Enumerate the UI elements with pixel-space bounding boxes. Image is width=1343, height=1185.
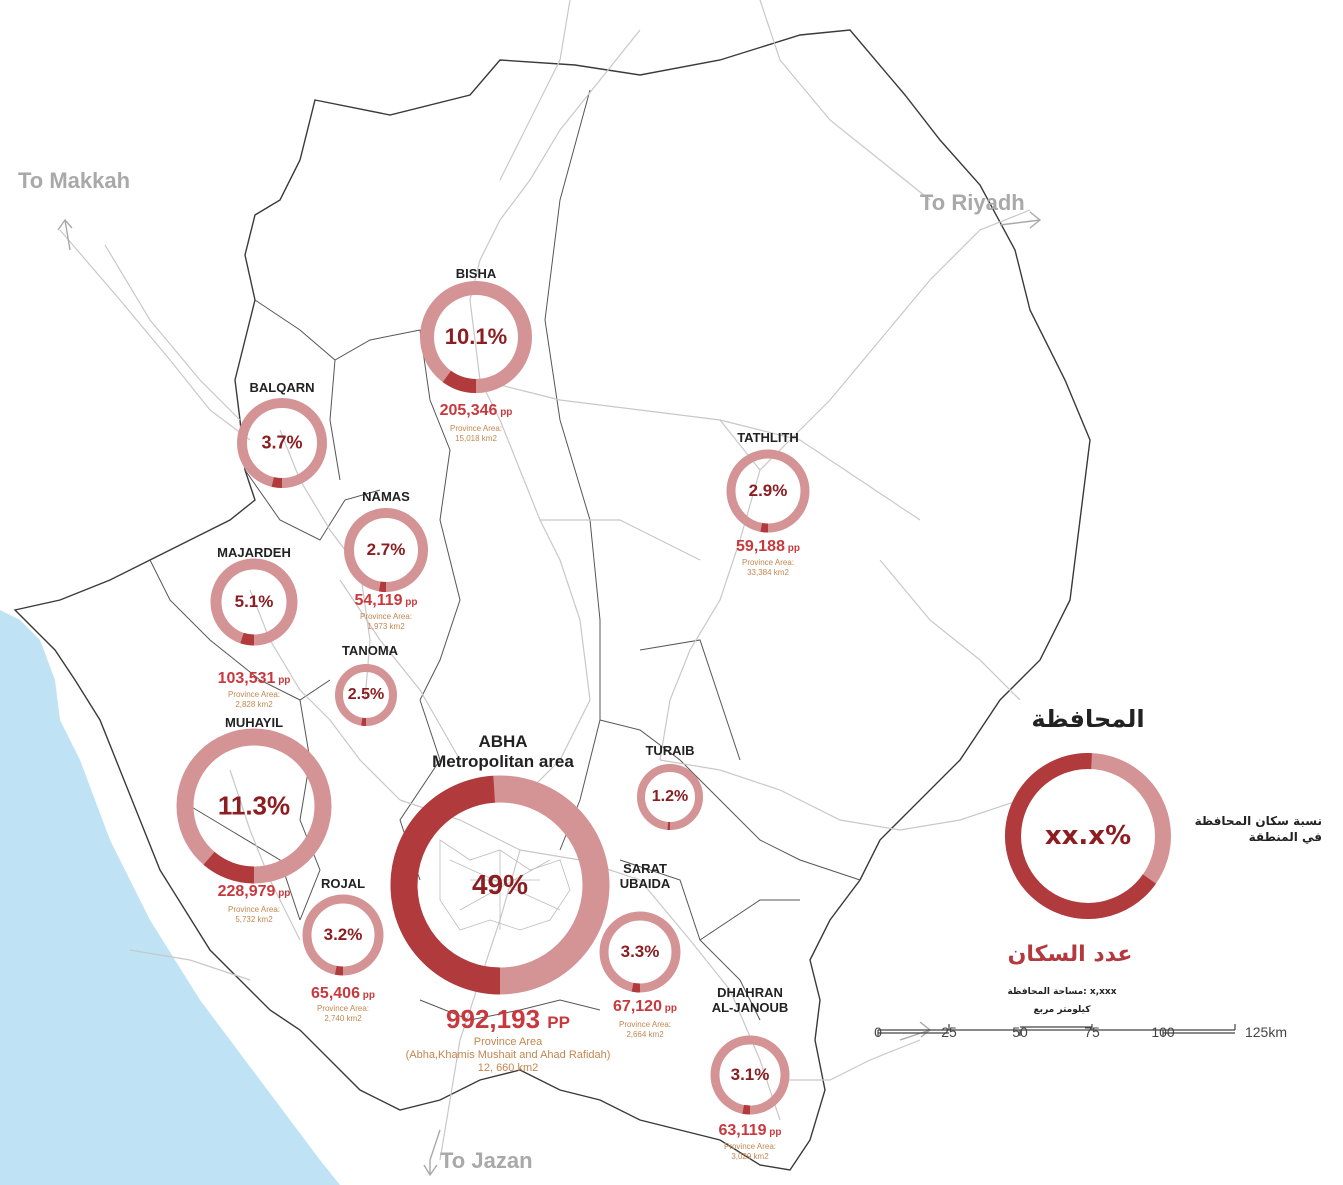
tathlith-name: TATHLITH — [737, 430, 799, 445]
scale-tick-label: 100 — [1151, 1024, 1175, 1040]
rojal-ring — [302, 894, 384, 976]
scale-tick-label: 125km — [1244, 1024, 1288, 1040]
sarat-ring-share — [599, 911, 681, 993]
legend-percent-description: نسبة سكان المحافظة في المنطقة — [1172, 813, 1322, 845]
turaib-ring — [637, 764, 703, 830]
abha-percent: 49% — [471, 869, 529, 900]
legend-title: المحافظة — [1031, 705, 1145, 733]
abha-title: ABHA Metropolitan area — [432, 732, 574, 772]
abha-title-line1: ABHA — [478, 732, 528, 751]
bisha-ring-share — [420, 281, 532, 393]
muhayil-ring — [176, 728, 332, 884]
majardeh-name: MAJARDEH — [217, 545, 291, 560]
balqarn-ring-share — [237, 398, 327, 488]
namas-name: NAMAS — [362, 489, 410, 504]
bisha-name: BISHA — [455, 266, 497, 281]
majardeh-population: 103,531 pp — [217, 670, 291, 687]
majardeh-ring-share — [210, 558, 298, 646]
scale-bar — [877, 1024, 1236, 1036]
muhayil-name: MUHAYIL — [224, 715, 284, 730]
red-sea — [0, 610, 340, 1185]
muhayil-population: 228,979 pp — [217, 883, 291, 900]
bisha-ring — [420, 281, 532, 393]
rojal-name: ROJAL — [320, 876, 366, 891]
dhahran-area: Province Area:3,029 km2 — [723, 1142, 777, 1161]
abha-area-line1: Province Area — [473, 1036, 543, 1048]
tathlith-percent: 2.9% — [748, 481, 788, 500]
majardeh-ring — [210, 558, 298, 646]
dhahran-ring — [710, 1035, 790, 1115]
bisha-area: Province Area:15,018 km2 — [449, 424, 503, 443]
tanoma-percent: 2.5% — [347, 686, 385, 703]
muhayil-area: Province Area:5,732 km2 — [227, 905, 281, 924]
legend-ring-share — [1005, 753, 1171, 919]
legend-area-line2: كيلومتر مربع — [1033, 1005, 1091, 1015]
legend-percent: xx.x% — [1044, 821, 1132, 851]
tanoma-ring — [335, 664, 397, 726]
abha-population-unit: PP — [547, 1013, 570, 1032]
namas-ring — [344, 508, 428, 592]
tathlith-ring — [726, 449, 810, 533]
dhahran-ring-share — [710, 1035, 790, 1115]
turaib-ring-share — [637, 764, 703, 830]
namas-population: 54,119 pp — [354, 592, 418, 609]
balqarn-ring — [237, 398, 327, 488]
sarat-area: Province Area:2,664 km2 — [618, 1020, 672, 1039]
abha-title-line2: Metropolitan area — [432, 752, 574, 771]
namas-percent: 2.7% — [366, 540, 406, 559]
legend-population-label: عدد السكان — [1007, 942, 1133, 967]
tanoma-name: TANOMA — [341, 643, 399, 658]
dhahran-population: 63,119 pp — [718, 1122, 782, 1139]
abha-urban-area — [439, 839, 571, 931]
sarat-percent: 3.3% — [620, 942, 660, 961]
tathlith-area: Province Area:33,384 km2 — [741, 558, 795, 577]
population-rings — [176, 281, 1171, 1115]
turaib-percent: 1.2% — [651, 788, 689, 805]
region-border — [13, 29, 1091, 1171]
abha-ring-share — [390, 775, 610, 995]
abha-population: 992,193 PP — [446, 1004, 570, 1035]
to-riyadh-label: To Riyadh — [920, 190, 1025, 215]
rojal-ring-share — [302, 894, 384, 976]
rojal-area: Province Area:2,740 km2 — [316, 1004, 370, 1023]
scale-tick-label: 25 — [941, 1024, 957, 1040]
abha-area-line2: (Abha,Khamis Mushait and Ahad Rafidah) — [405, 1049, 611, 1061]
majardeh-percent: 5.1% — [234, 592, 274, 611]
muhayil-percent: 11.3% — [217, 790, 291, 821]
dhahran-percent: 3.1% — [730, 1065, 770, 1084]
sarat-ring — [599, 911, 681, 993]
abha-ring — [390, 775, 610, 995]
legend-ring — [1005, 753, 1171, 919]
tanoma-ring-share — [335, 664, 397, 726]
tathlith-ring-share — [726, 449, 810, 533]
namas-area: Province Area:1,973 km2 — [359, 612, 413, 631]
bisha-population: 205,346 pp — [439, 402, 513, 419]
to-jazan-label: To Jazan — [440, 1148, 533, 1173]
abha-population-value: 992,193 — [446, 1004, 541, 1034]
legend-side-line2: في المنطقة — [1248, 830, 1322, 844]
legend-area-line1: x,xxx :مساحة المحافظة — [1007, 987, 1117, 997]
sarat-population: 67,120 pp — [613, 998, 677, 1015]
abha-area: Province Area (Abha,Khamis Mushait and A… — [406, 1036, 611, 1075]
abha-area-line3: 12, 660 km2 — [477, 1062, 539, 1074]
tathlith-population: 59,188 pp — [736, 538, 800, 555]
majardeh-area: Province Area:2,828 km2 — [227, 690, 281, 709]
bisha-percent: 10.1% — [444, 324, 508, 349]
to-makkah-label: To Makkah — [18, 168, 131, 193]
balqarn-percent: 3.7% — [261, 432, 303, 453]
muhayil-ring-share — [176, 728, 332, 884]
legend-area-note: x,xxx :مساحة المحافظة كيلومتر مربع — [1007, 983, 1116, 1019]
rojal-percent: 3.2% — [323, 925, 363, 944]
legend-side-line1: نسبة سكان المحافظة — [1194, 814, 1322, 828]
turaib-name: TURAIB — [645, 743, 695, 758]
scale-tick-label: 75 — [1084, 1024, 1100, 1040]
balqarn-name: BALQARN — [249, 380, 315, 395]
scale-tick-label: 0 — [874, 1024, 882, 1040]
rojal-population: 65,406 pp — [311, 985, 375, 1002]
scale-tick-label: 50 — [1012, 1024, 1028, 1040]
namas-ring-share — [344, 508, 428, 592]
